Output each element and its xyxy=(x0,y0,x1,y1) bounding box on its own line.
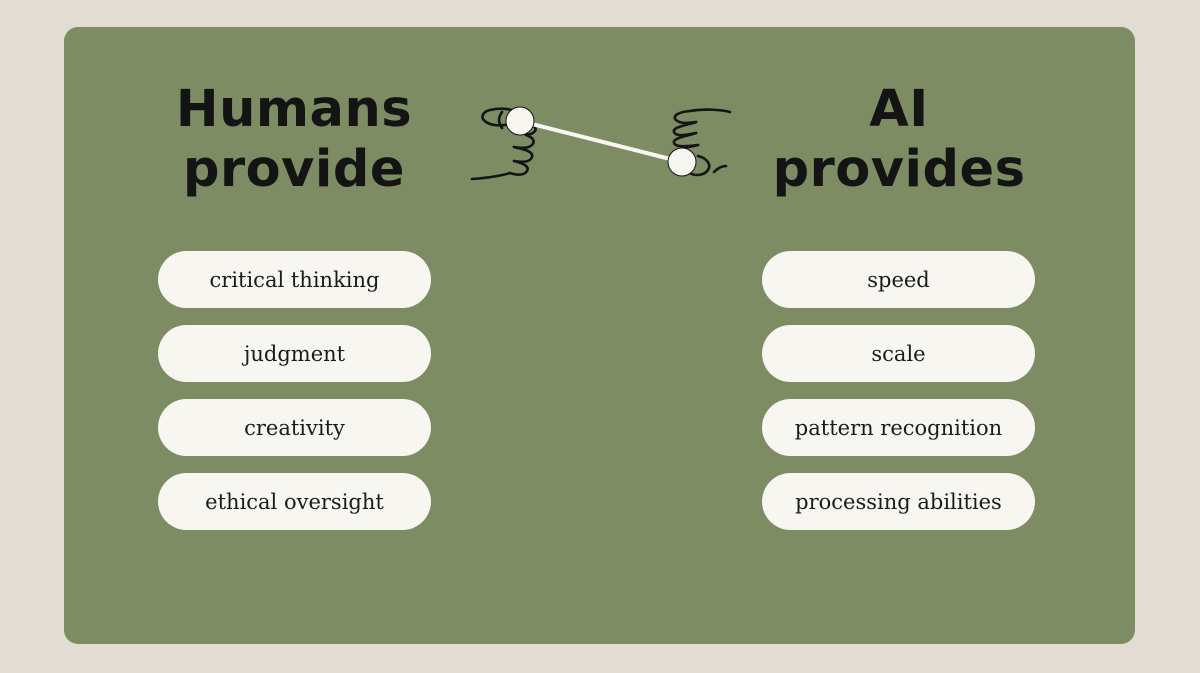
ai-heading-line1: AI xyxy=(869,80,929,139)
hands-connected-icon xyxy=(470,106,732,181)
capability-pill-critical-thinking: critical thinking xyxy=(158,251,431,308)
capability-pill-creativity: creativity xyxy=(158,399,431,456)
capability-pill-ethical-oversight: ethical oversight xyxy=(158,473,431,530)
capability-pill-scale: scale xyxy=(762,325,1035,382)
humans-provide-heading: Humans provide xyxy=(114,80,474,200)
capability-pill-speed: speed xyxy=(762,251,1035,308)
ai-heading-line2: provides xyxy=(772,140,1026,199)
ai-capabilities-list: speed scale pattern recognition processi… xyxy=(762,251,1035,547)
capability-pill-judgment: judgment xyxy=(158,325,431,382)
humans-heading-line1: Humans xyxy=(175,80,413,139)
humans-capabilities-list: critical thinking judgment creativity et… xyxy=(158,251,431,547)
humans-heading-line2: provide xyxy=(182,140,406,199)
capability-pill-processing-abilities: processing abilities xyxy=(762,473,1035,530)
ai-provides-heading: AI provides xyxy=(719,80,1079,200)
capability-pill-pattern-recognition: pattern recognition xyxy=(762,399,1035,456)
